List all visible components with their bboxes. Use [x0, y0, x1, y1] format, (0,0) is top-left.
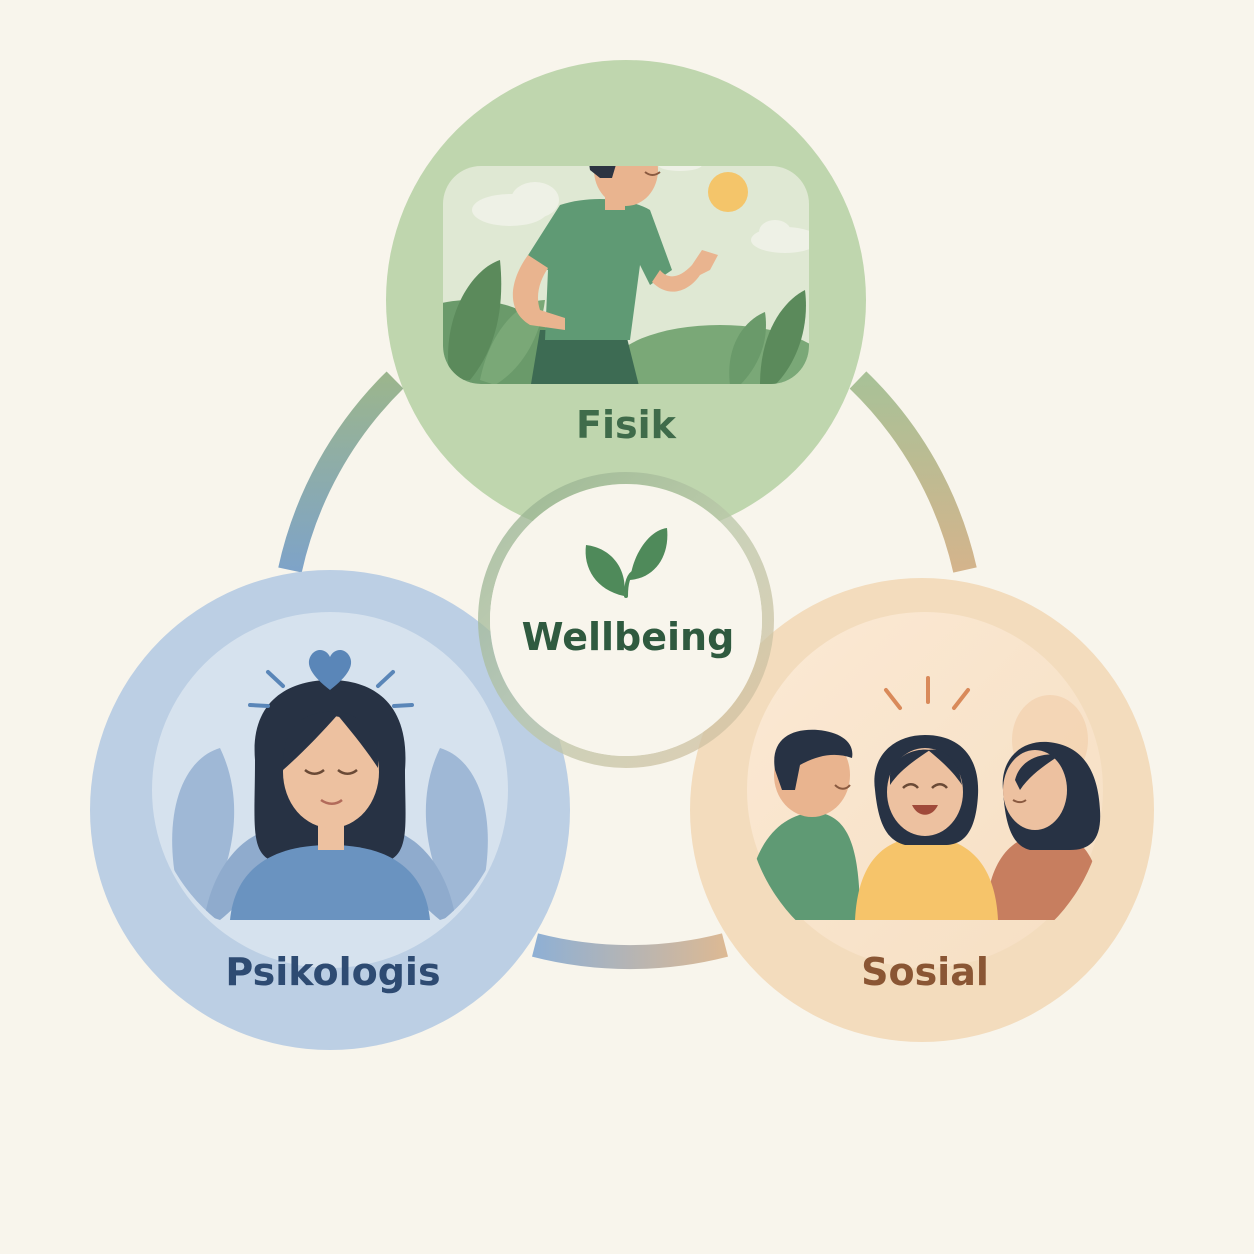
- calm-woman-heart-icon: [172, 650, 488, 920]
- center-node: Wellbeing: [478, 472, 774, 768]
- running-person-icon: [443, 166, 809, 384]
- center-label: Wellbeing: [522, 615, 735, 659]
- psikologis-label: Psikologis: [225, 950, 440, 994]
- fisik-label: Fisik: [576, 403, 677, 447]
- center-circle: [490, 484, 762, 756]
- connector-ring: [278, 371, 977, 970]
- center-circle-ring: [478, 472, 774, 768]
- dimension-sosial: Sosial: [690, 578, 1154, 1042]
- dimension-psikologis: Psikologis: [90, 570, 570, 1050]
- dimension-fisik: Fisik: [386, 60, 866, 540]
- group-of-friends-icon: [745, 676, 1105, 920]
- sosial-label: Sosial: [861, 950, 989, 994]
- sprout-icon: [585, 528, 668, 598]
